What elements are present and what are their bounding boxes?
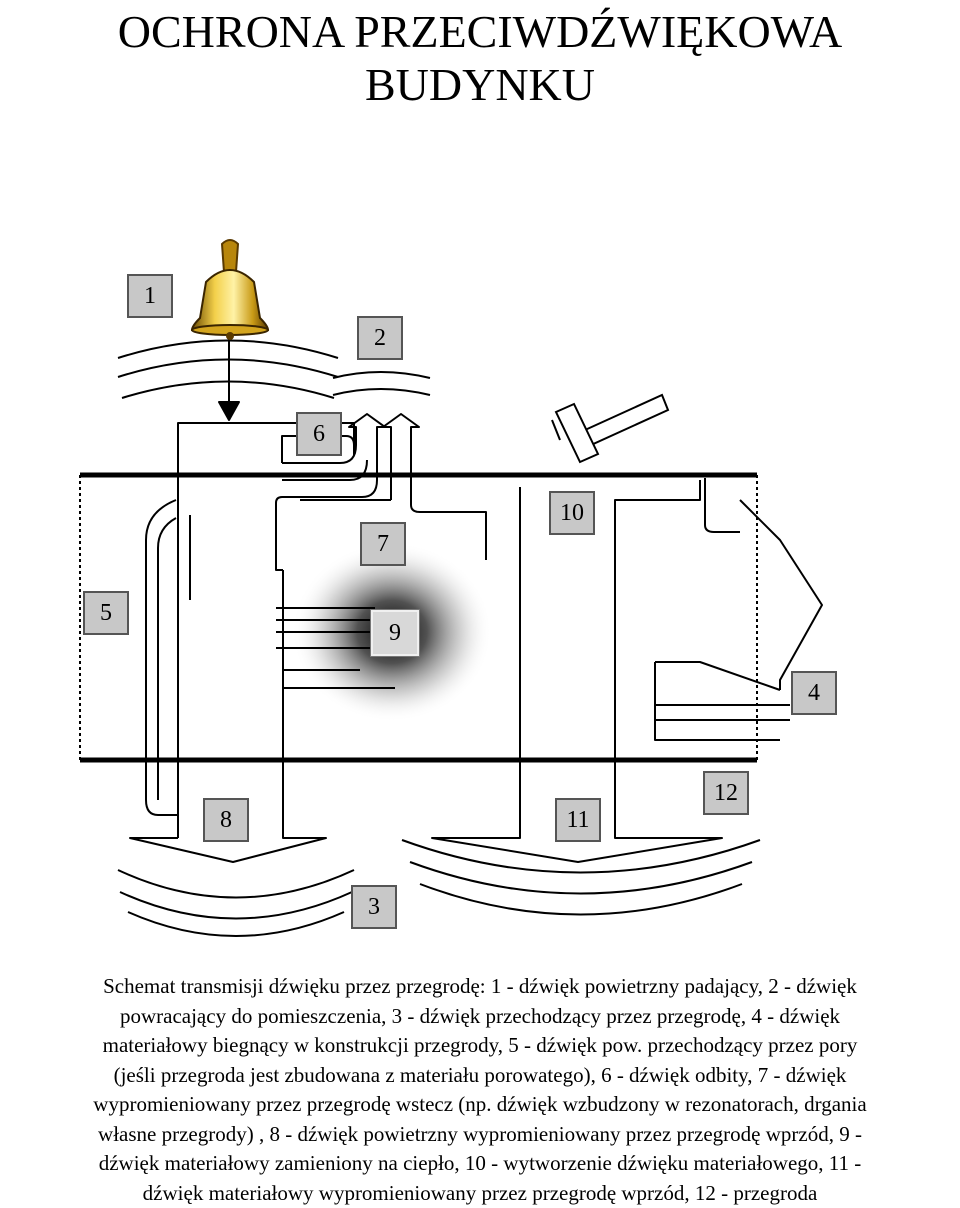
label-7: 7 <box>360 522 406 566</box>
partition-wall <box>79 472 758 763</box>
sound-waves-transmitted <box>117 869 355 937</box>
label-6: 6 <box>296 412 342 456</box>
label-9: 9 <box>371 610 419 656</box>
caption-line: Schemat transmisji dźwięku przez przegro… <box>103 974 857 998</box>
caption-line: wypromieniowany przez przegrodę wstecz (… <box>93 1092 867 1116</box>
caption-line: powracający do pomieszczenia, 3 - dźwięk… <box>119 1003 841 1028</box>
caption-line: materiałowy biegnący w konstrukcji przeg… <box>102 1033 858 1057</box>
sound-waves-structure-radiated <box>401 839 761 916</box>
label-12: 12 <box>703 771 749 815</box>
caption-line: dźwięk materiałowy wypromieniowany przez… <box>142 1180 818 1205</box>
caption-line: dźwięk materiałowy zamieniony na ciepło,… <box>98 1151 862 1175</box>
page-title-line-2: BUDYNKU <box>365 59 595 110</box>
page-title: OCHRONA PRZECIWDŹWIĘKOWA <box>117 6 843 57</box>
label-5: 5 <box>83 591 129 635</box>
label-3: 3 <box>351 885 397 929</box>
caption-line: (jeśli przegroda jest zbudowana z materi… <box>113 1062 847 1087</box>
label-8: 8 <box>203 798 249 842</box>
hammer-icon <box>551 393 670 464</box>
label-11: 11 <box>555 798 601 842</box>
sound-waves-returning <box>332 371 431 396</box>
label-2: 2 <box>357 316 403 360</box>
label-10: 10 <box>549 491 595 535</box>
bell-icon <box>190 239 270 340</box>
caption-line: własne przegrody) , 8 - dźwięk powietrzn… <box>98 1121 862 1146</box>
label-4: 4 <box>791 671 837 715</box>
figure-caption: Schemat transmisji dźwięku przez przegro… <box>0 972 960 1208</box>
energy-flow-paths <box>129 332 823 863</box>
label-1: 1 <box>127 274 173 318</box>
